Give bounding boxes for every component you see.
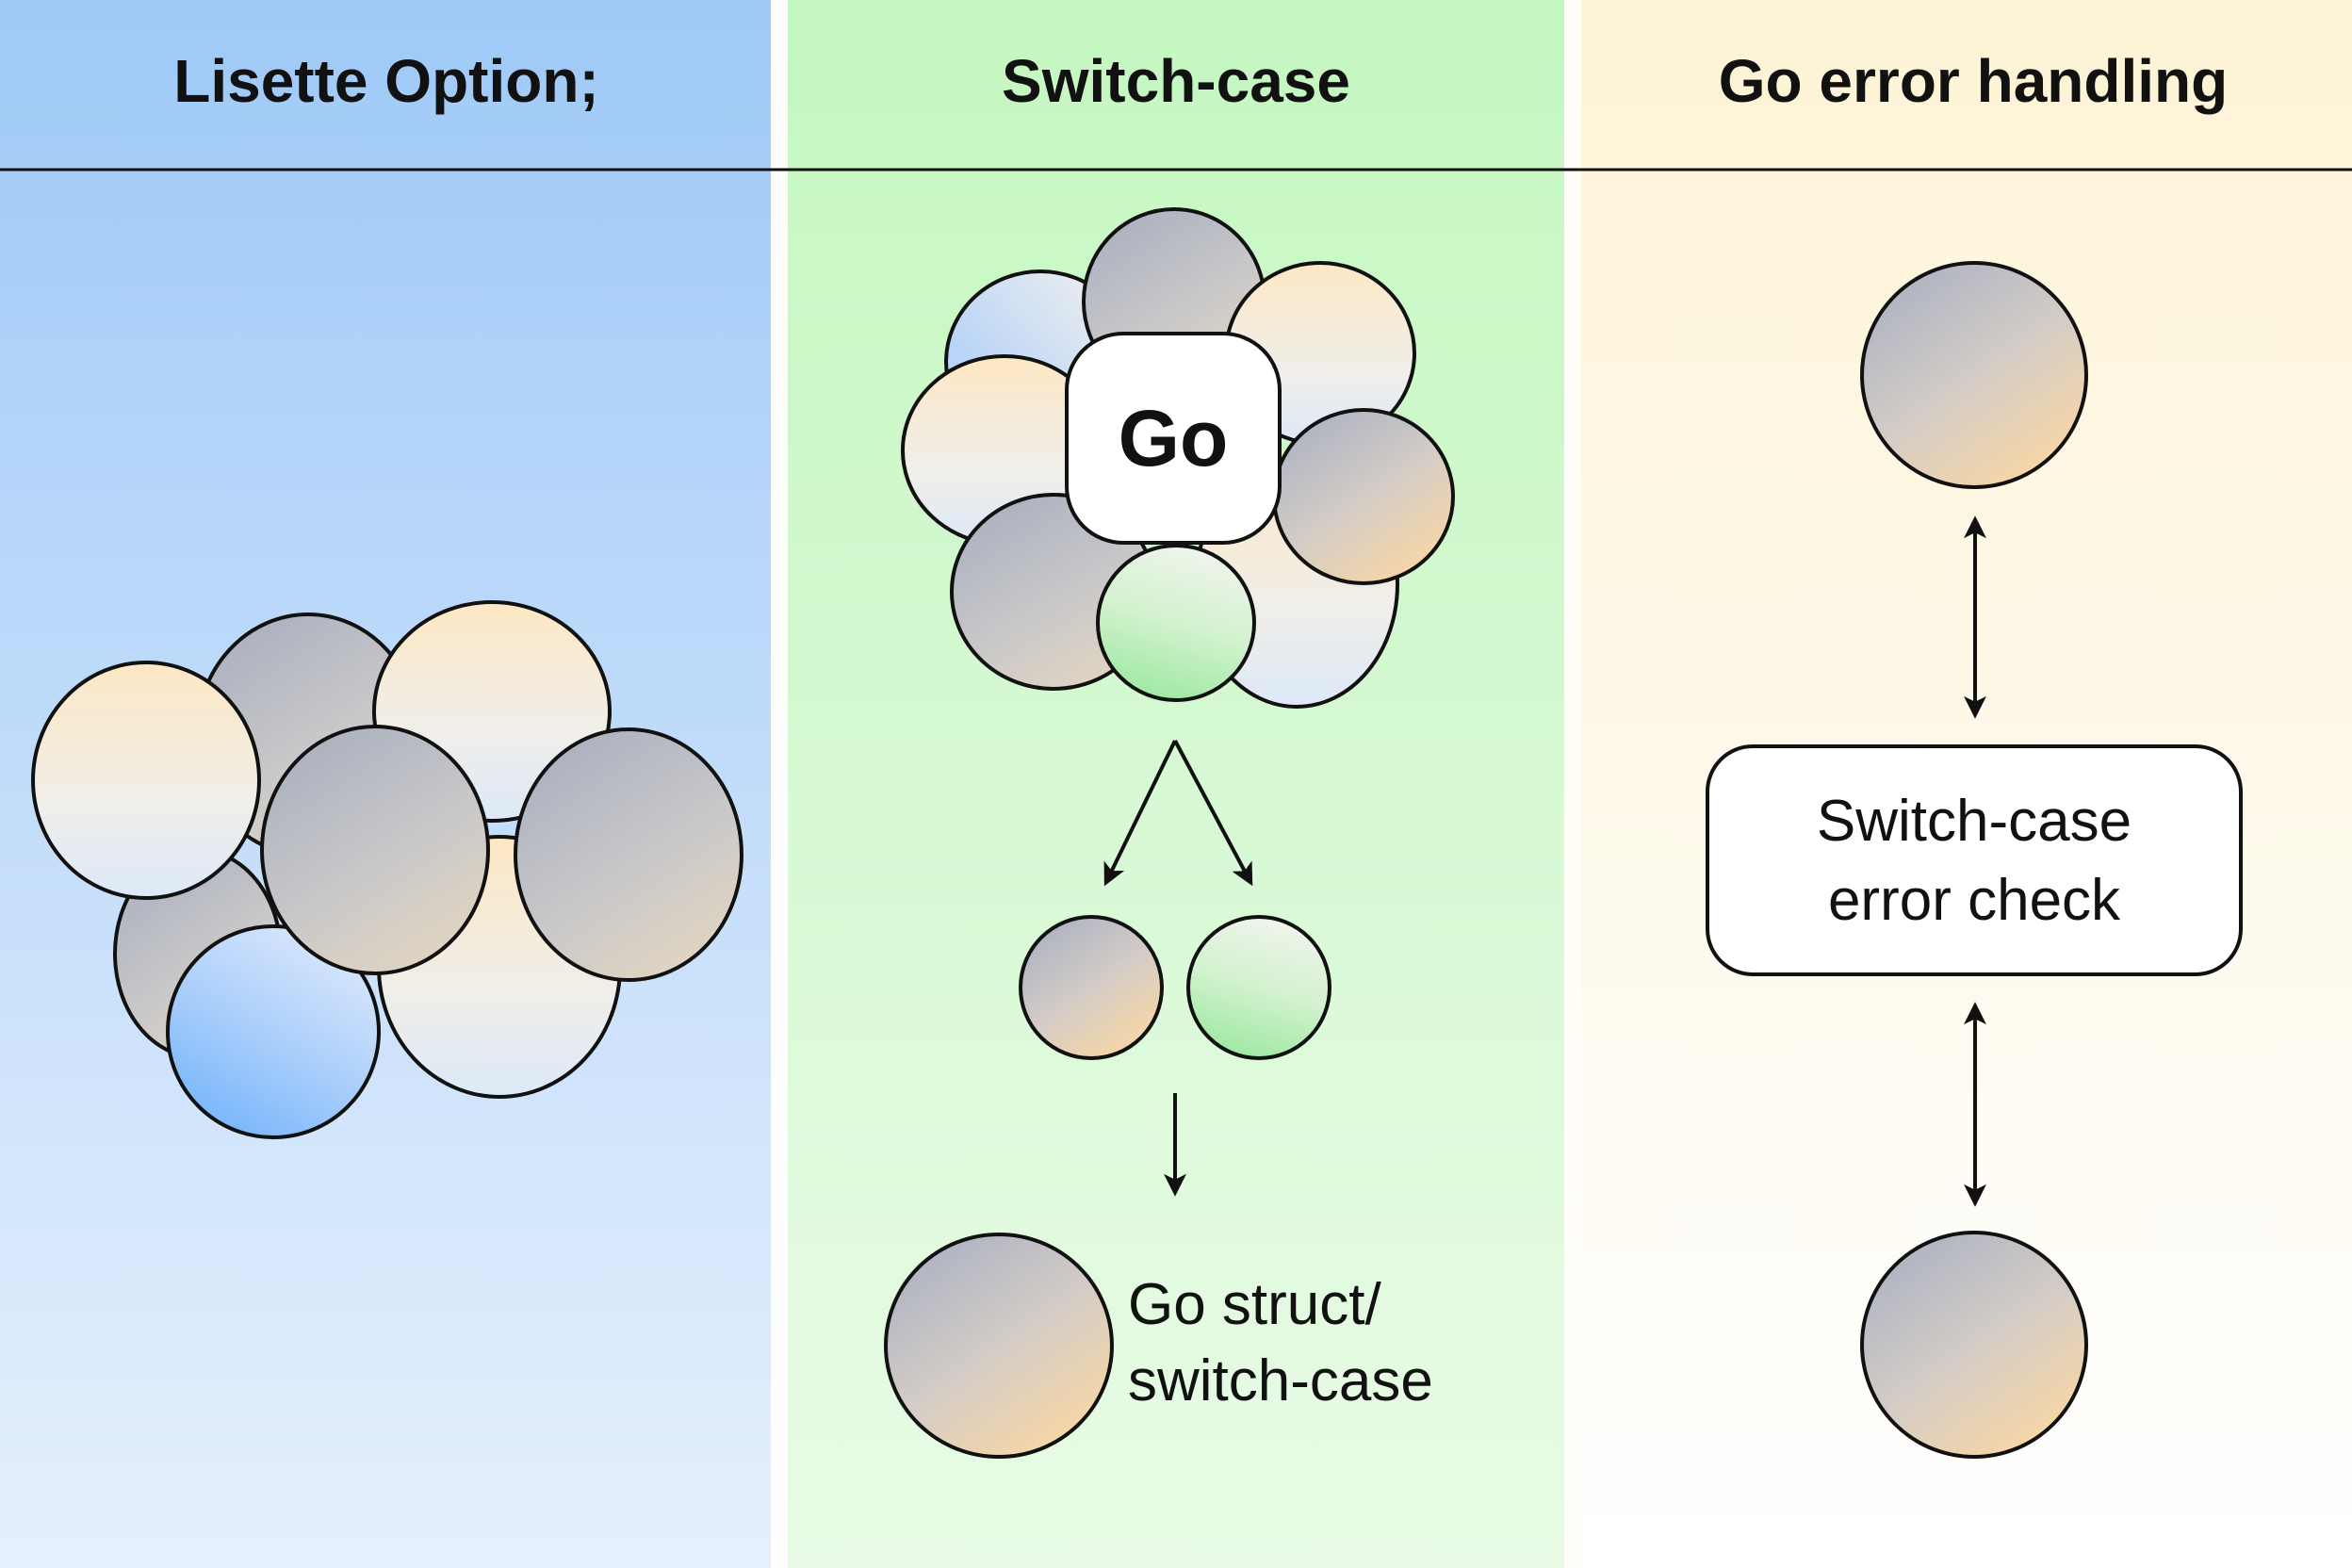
bubble <box>260 725 490 975</box>
bubble <box>1272 408 1455 585</box>
bubble <box>31 661 261 900</box>
column-gap-1 <box>771 0 788 1568</box>
column-goerr-title: Go error handling <box>1719 47 2228 115</box>
column-switch-title: Switch-case <box>1002 47 1350 115</box>
error-check-label-line1: Switch-case <box>1817 789 2132 854</box>
bubble <box>166 924 381 1139</box>
go-center-label: Go <box>1119 394 1229 482</box>
error-check-box <box>1706 744 2243 976</box>
branch-arrows <box>1103 740 1253 887</box>
bubble <box>514 727 743 982</box>
branch-bubble-left <box>1019 915 1164 1060</box>
error-bottom-bubble <box>1860 1231 2088 1459</box>
column-gap-2 <box>1564 0 1581 1568</box>
arrow-left-branch <box>1103 740 1177 887</box>
error-top-bubble <box>1860 261 2088 489</box>
arrow-right-branch <box>1173 740 1253 887</box>
error-check-label-line2: error check <box>1828 868 2121 933</box>
bubble <box>1096 544 1256 702</box>
branch-bubble-right <box>1186 915 1331 1060</box>
result-bubble <box>884 1233 1114 1459</box>
column-lisette-title: Lisette Option; <box>173 47 599 115</box>
go-center-box <box>1065 332 1282 545</box>
result-label-line1: Go struct/ <box>1128 1272 1382 1337</box>
lisette-bubble-cluster <box>31 600 743 1139</box>
result-label-line2: switch-case <box>1128 1348 1433 1413</box>
